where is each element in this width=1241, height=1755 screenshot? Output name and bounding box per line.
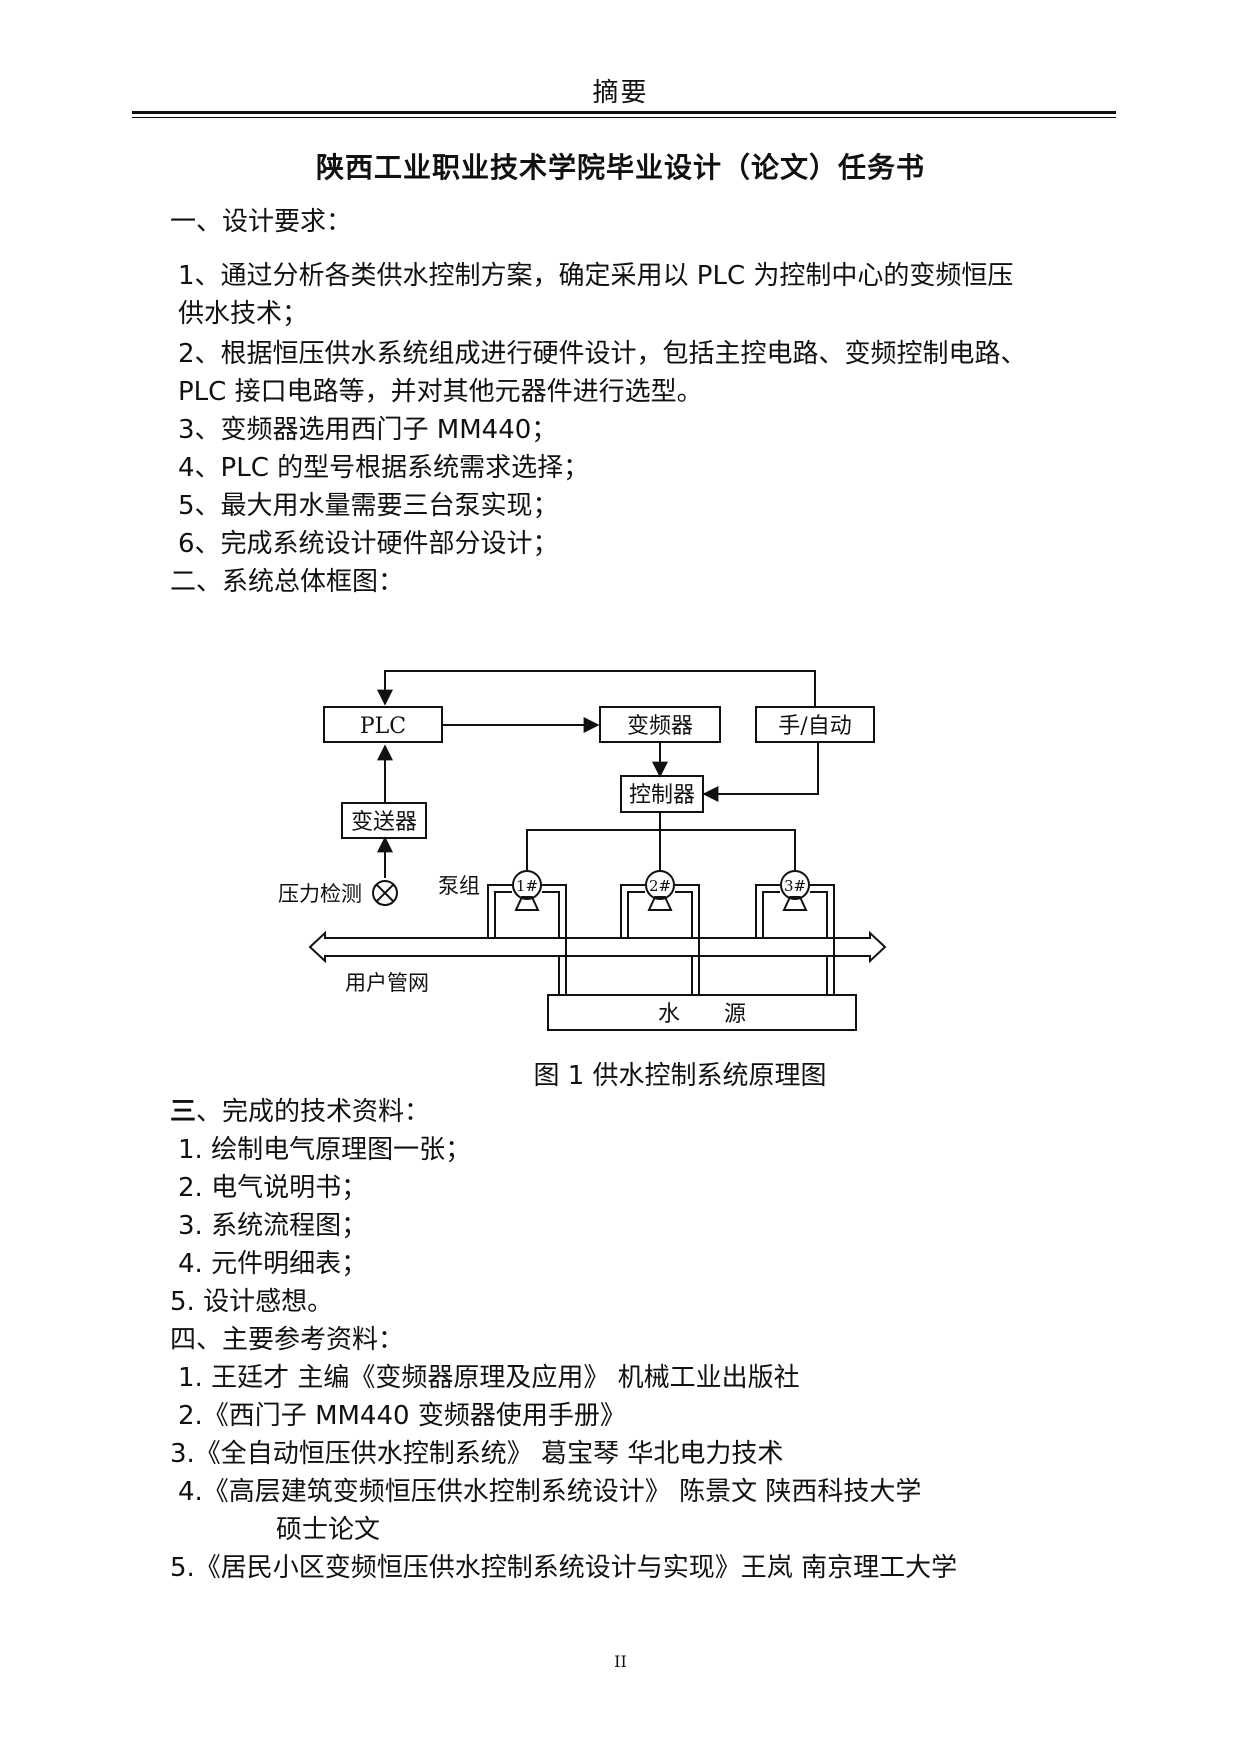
section3-heading: 三、完成的技术资料：: [170, 1094, 430, 1130]
section1-heading: 一、设计要求：: [170, 207, 353, 237]
controller-box: [620, 775, 704, 813]
pump-group-label: 泵组: [438, 874, 480, 898]
inverter-box: [599, 706, 721, 743]
requirement-line: 5、最大用水量需要三台泵实现；: [178, 491, 559, 521]
section4-heading: 四、主要参考资料：: [170, 1325, 405, 1355]
pump-2-symbol: [620, 870, 700, 970]
water-supply-diagram: PLC 变频器 手/自动 控制器 变送器 压力检测 泵组 1# 2# 3# 用户…: [278, 670, 887, 1031]
requirement-line: 1、通过分析各类供水控制方案，确定采用以 PLC 为控制中心的变频恒压: [178, 261, 1014, 291]
pump-1-label: 1#: [516, 877, 538, 895]
page-header: 摘要: [592, 78, 649, 108]
manual-auto-label: 手/自动: [778, 714, 851, 739]
deliverable-item: 3. 系统流程图；: [178, 1211, 368, 1241]
requirement-line: 3、变频器选用西门子 MM440；: [178, 415, 558, 445]
controller-label: 控制器: [629, 783, 695, 808]
pump-3-label: 3#: [784, 877, 806, 895]
requirement-line: 供水技术；: [178, 299, 309, 329]
plc-label: PLC: [360, 714, 406, 739]
feedback-line: [377, 670, 816, 707]
header-rule-thin: [132, 117, 1116, 118]
deliverable-item: 2. 电气说明书；: [178, 1173, 368, 1203]
user-network-label: 用户管网: [345, 971, 429, 995]
user-network-pipe: [308, 930, 887, 964]
reference-item: 4.《高层建筑变频恒压供水控制系统设计》 陈景文 陕西科技大学: [178, 1477, 922, 1507]
reference-item: 2.《西门子 MM440 变频器使用手册》: [178, 1401, 626, 1431]
pressure-sensor-symbol: [372, 880, 398, 906]
manual-auto-box: [755, 706, 875, 743]
deliverable-item: 1. 绘制电气原理图一张；: [178, 1135, 472, 1165]
reference-item: 1. 王廷才 主编《变频器原理及应用》 机械工业出版社: [178, 1363, 800, 1393]
water-source-label: 水 源: [658, 1002, 746, 1027]
pressure-detect-label: 压力检测: [278, 882, 362, 906]
pump-2-label: 2#: [649, 877, 671, 895]
inverter-label: 变频器: [627, 714, 693, 739]
deliverable-item: 4. 元件明细表；: [178, 1249, 368, 1279]
reference-item: 3.《全自动恒压供水控制系统》 葛宝琴 华北电力技术: [170, 1439, 784, 1469]
requirement-line: 2、根据恒压供水系统组成进行硬件设计，包括主控电路、变频控制电路、: [178, 339, 1027, 369]
reference-item: 5.《居民小区变频恒压供水控制系统设计与实现》王岚 南京理工大学: [170, 1553, 958, 1583]
section3-number: 三: [170, 1097, 197, 1127]
requirement-line: PLC 接口电路等，并对其他元器件进行选型。: [178, 377, 703, 407]
figure-caption: 图 1 供水控制系统原理图: [533, 1061, 827, 1091]
plc-box: [323, 706, 443, 743]
pump-1-symbol: [487, 870, 567, 970]
header-rule-thick: [132, 111, 1116, 114]
section3-heading-text: 、完成的技术资料：: [196, 1097, 431, 1127]
manual-to-controller-arrow: [702, 742, 819, 802]
reference-item-continued: 硕士论文: [276, 1515, 381, 1545]
water-source-box: [547, 994, 857, 1031]
pump-3-symbol: [755, 870, 835, 970]
section2-heading: 二、系统总体框图：: [170, 567, 405, 597]
document-title: 陕西工业职业技术学院毕业设计（论文）任务书: [315, 151, 925, 184]
requirement-line: 4、PLC 的型号根据系统需求选择；: [178, 453, 590, 483]
transmitter-box: [341, 802, 427, 839]
transmitter-label: 变送器: [351, 810, 417, 835]
requirement-line: 6、完成系统设计硬件部分设计；: [178, 529, 559, 559]
deliverable-item: 5. 设计感想。: [170, 1287, 334, 1317]
page-number: II: [614, 1652, 627, 1671]
